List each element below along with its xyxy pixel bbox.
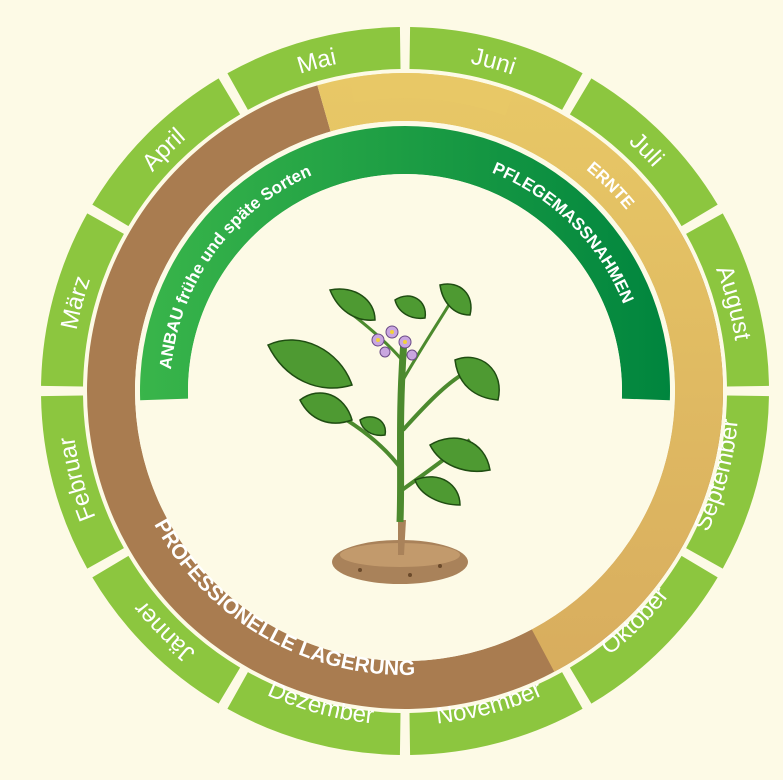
month-segment xyxy=(686,395,769,569)
center-disc xyxy=(188,174,622,608)
harvest-band xyxy=(317,73,723,672)
month-segment xyxy=(569,78,718,227)
month-segment xyxy=(409,672,583,755)
month-ring xyxy=(41,27,769,755)
growing-band xyxy=(140,126,671,401)
month-segment xyxy=(686,213,769,387)
harvest-band-start xyxy=(349,72,514,116)
month-segment xyxy=(569,555,718,704)
month-segment xyxy=(92,555,241,704)
month-segment xyxy=(409,27,583,110)
month-segment xyxy=(227,27,401,110)
month-segment xyxy=(41,395,124,569)
potato-plant-icon xyxy=(266,283,500,584)
month-segment xyxy=(92,78,241,227)
month-segment xyxy=(41,213,124,387)
month-segment xyxy=(227,672,401,755)
